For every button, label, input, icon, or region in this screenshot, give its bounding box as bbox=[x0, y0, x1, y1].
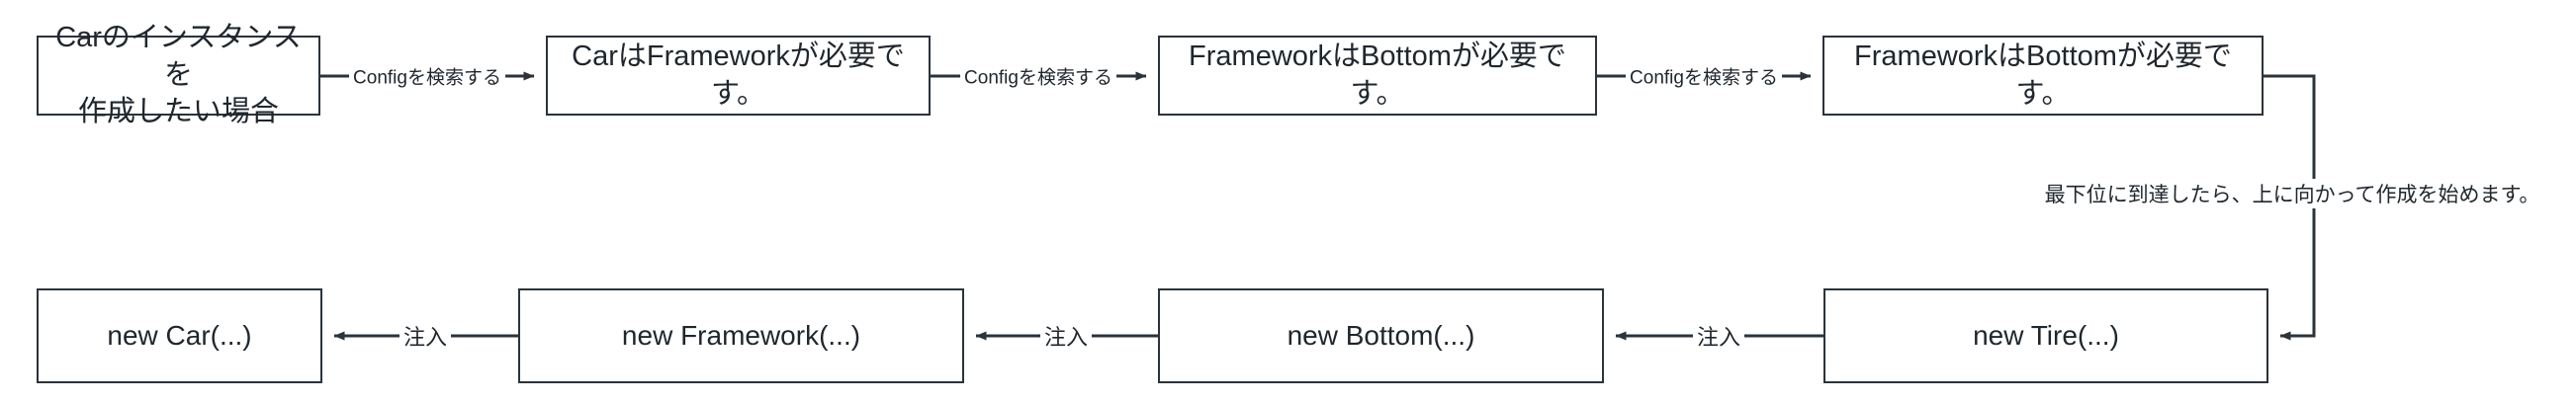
edge-label-inject-1: 注入 bbox=[1692, 320, 1745, 352]
node-label: CarはFrameworkが必要です。 bbox=[572, 40, 905, 110]
node-new-car[interactable]: new Car(...) bbox=[37, 288, 322, 383]
node-label: Carのインスタンスを 作成したい場合 bbox=[55, 21, 302, 128]
node-new-bottom[interactable]: new Bottom(...) bbox=[1158, 288, 1604, 383]
annotation-turnaround: 最下位に到達したら、上に向かって作成を始めます。 bbox=[2038, 179, 2546, 208]
edge-label-resolve-2: Configを検索する bbox=[960, 62, 1116, 90]
node-label: new Bottom(...) bbox=[1287, 319, 1475, 351]
node-framework-needs-bottom-2[interactable]: FrameworkはBottomが必要です。 bbox=[1822, 36, 2264, 116]
node-label: new Tire(...) bbox=[1973, 319, 2119, 351]
edge-label-inject-2: 注入 bbox=[1039, 320, 1093, 352]
node-framework-needs-bottom[interactable]: FrameworkはBottomが必要です。 bbox=[1158, 36, 1597, 116]
node-car-needs-framework[interactable]: CarはFrameworkが必要です。 bbox=[546, 36, 931, 116]
node-new-tire[interactable]: new Tire(...) bbox=[1823, 288, 2268, 383]
node-new-framework[interactable]: new Framework(...) bbox=[518, 288, 964, 383]
node-label: FrameworkはBottomが必要です。 bbox=[1189, 40, 1566, 110]
node-want-car[interactable]: Carのインスタンスを 作成したい場合 bbox=[37, 22, 320, 127]
edge-label-inject-3: 注入 bbox=[399, 320, 452, 352]
edge-label-resolve-3: Configを検索する bbox=[1626, 62, 1782, 90]
node-label: new Framework(...) bbox=[621, 319, 861, 351]
node-label: FrameworkはBottomが必要です。 bbox=[1854, 40, 2232, 110]
node-label: new Car(...) bbox=[107, 319, 252, 351]
edge-label-resolve-1: Configを検索する bbox=[349, 62, 505, 90]
